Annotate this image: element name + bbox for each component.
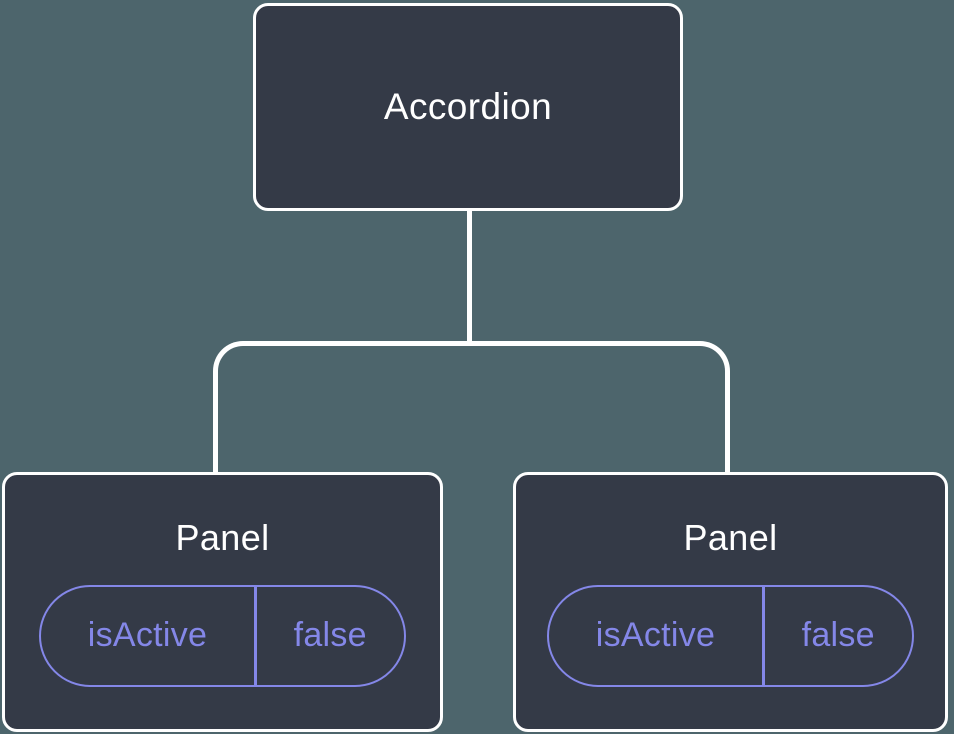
pill-divider	[254, 586, 257, 685]
prop-name-cell: isActive	[595, 616, 716, 654]
prop-name-cell: isActive	[87, 616, 208, 654]
root-node-accordion: Accordion	[253, 3, 683, 211]
prop-value-cell: false	[801, 616, 875, 654]
connector-branch-bracket	[213, 341, 730, 472]
prop-pill: isActive false	[547, 584, 914, 687]
prop-value-cell: false	[293, 616, 367, 654]
pill-divider	[762, 586, 765, 685]
connector-stem-line	[467, 211, 472, 344]
child-node-label: Panel	[175, 516, 270, 558]
child-node-panel-right: Panel isActive false	[513, 472, 948, 732]
child-node-label: Panel	[683, 516, 778, 558]
child-node-panel-left: Panel isActive false	[2, 472, 443, 732]
root-node-label: Accordion	[383, 86, 553, 127]
prop-pill: isActive false	[39, 584, 406, 687]
